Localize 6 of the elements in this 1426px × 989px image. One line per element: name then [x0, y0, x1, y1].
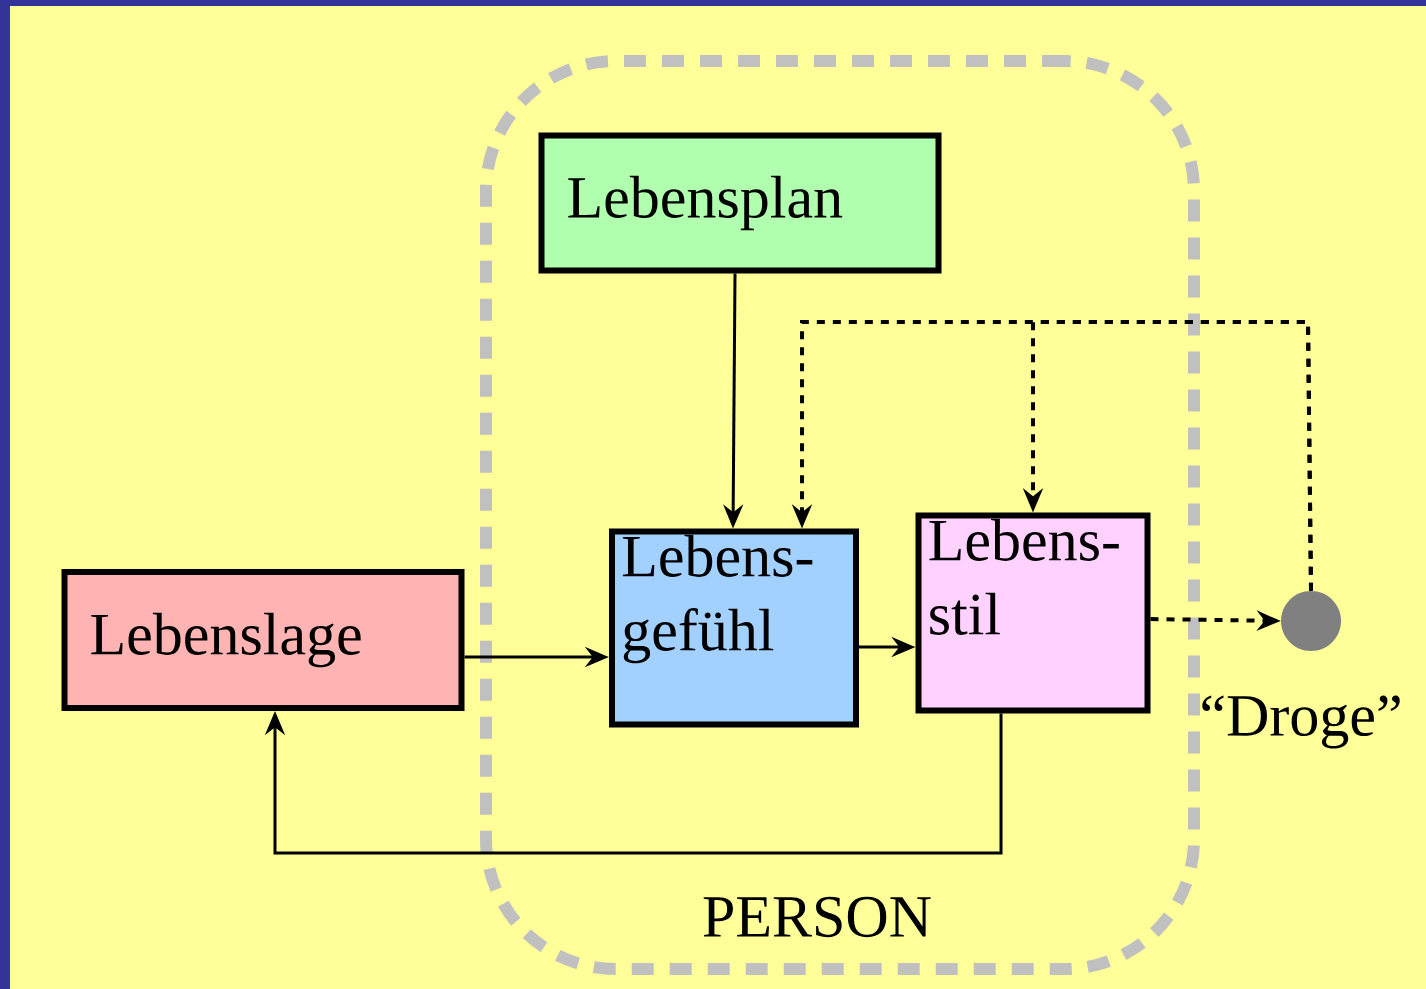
text-box: Lebenslage [61, 569, 465, 711]
filled-circle [1281, 591, 1341, 651]
node-caption: “Droge” [1202, 695, 1400, 749]
text-box: Lebens- stil [915, 512, 1151, 714]
text-box: Lebensplan [538, 132, 942, 274]
text-box: Lebens- gefühl [609, 528, 859, 728]
